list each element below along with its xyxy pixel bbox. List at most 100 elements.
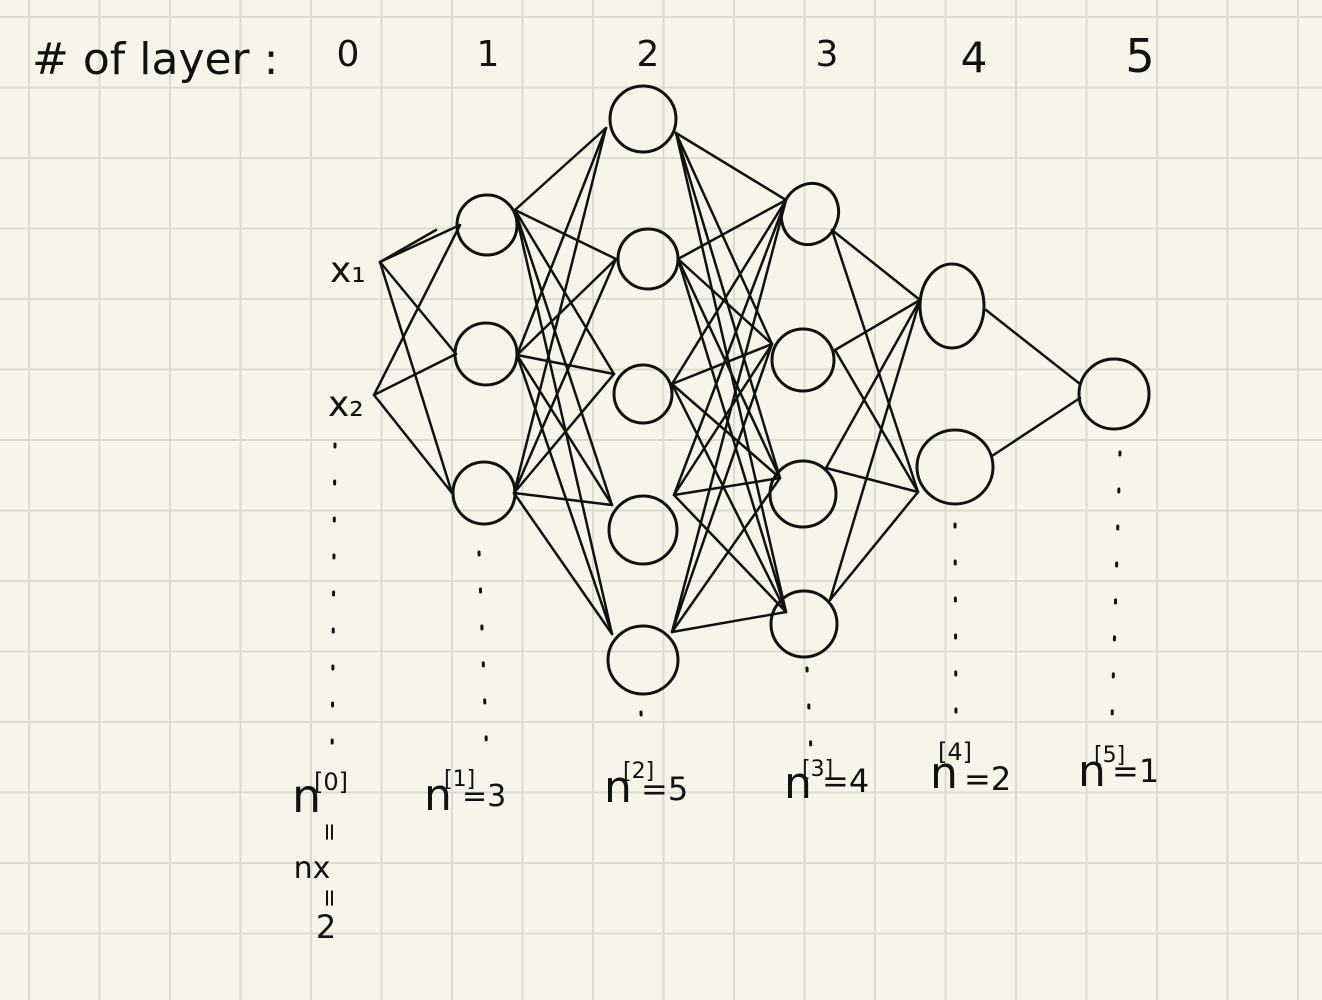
units-label-layer-2: n [2] =5 bbox=[604, 759, 688, 813]
neuron-l2-4 bbox=[607, 494, 679, 566]
layer-number-0: 0 bbox=[337, 34, 360, 75]
units-sup-layer-2: [2] bbox=[623, 759, 654, 784]
layer-number-5: 5 bbox=[1125, 29, 1154, 83]
edge-l2-l3-4-0 bbox=[670, 198, 788, 634]
units-main-layer-2: n bbox=[604, 762, 632, 813]
edge-stray-x1 bbox=[378, 228, 438, 264]
units-sup-layer-3: [3] bbox=[802, 757, 833, 782]
edge-l3-l4-2-0 bbox=[824, 298, 922, 470]
units-label-layer-0: n [0] = nx = 2 bbox=[292, 768, 348, 946]
neuron-l2-1 bbox=[608, 84, 678, 154]
edge-l3-l4-0-0 bbox=[830, 228, 922, 302]
units-rest-layer-4: =2 bbox=[964, 760, 1011, 798]
layer-count-label: # of layer : bbox=[32, 34, 278, 85]
units-eq-2-layer-0: = bbox=[316, 888, 344, 908]
edge-l1-l2-1-4 bbox=[515, 353, 614, 636]
units-sup-layer-4: [4] bbox=[938, 738, 972, 766]
edge-l1-l2-0-3 bbox=[513, 208, 614, 507]
neuron-l3-2 bbox=[770, 327, 836, 393]
units-sup-layer-0: [0] bbox=[314, 768, 348, 796]
dotted-line-layer-0 bbox=[330, 442, 337, 762]
units-main-layer-0: n bbox=[292, 769, 321, 823]
edge-l1-l2-1-3 bbox=[515, 353, 614, 507]
edge-l3-l4-2-1 bbox=[824, 466, 920, 494]
edge-in-l1-1-1 bbox=[372, 352, 458, 397]
neuron-l2-5 bbox=[606, 624, 680, 696]
neuron-l5-1 bbox=[1077, 357, 1151, 431]
neuron-l3-1 bbox=[779, 182, 841, 246]
neuron-l2-2 bbox=[616, 227, 680, 291]
edge-l2-l3-2-1 bbox=[670, 342, 774, 386]
edge-in-l1-1-0 bbox=[372, 223, 462, 397]
units-rest-layer-5: =1 bbox=[1112, 752, 1159, 790]
edge-l3-l4-3-0 bbox=[828, 298, 922, 602]
units-label-layer-4: n [4] =2 bbox=[930, 738, 1011, 799]
edge-l1-l2-1-2 bbox=[515, 353, 616, 376]
edge-l2-l3-1-0 bbox=[676, 198, 788, 261]
edge-l3-l4-1-0 bbox=[833, 298, 922, 352]
edge-l1-l2-2-2 bbox=[512, 372, 616, 495]
neurons bbox=[451, 84, 1151, 696]
dotted-line-layer-4 bbox=[953, 522, 958, 722]
neuron-l1-2 bbox=[453, 321, 519, 387]
edge-l2-l3-4-3 bbox=[670, 610, 788, 634]
edge-l2-l3-3-0 bbox=[672, 198, 788, 497]
edge-in-l1-0-2 bbox=[378, 260, 454, 495]
input-x2-label: x₂ bbox=[328, 384, 364, 425]
edge-l4-l5-1-0 bbox=[990, 396, 1082, 458]
edge-l3-l4-1-1 bbox=[833, 348, 920, 494]
edge-l2-l3-1-1 bbox=[676, 257, 774, 346]
edge-l2-l3-1-2 bbox=[676, 257, 782, 480]
neuron-l4-1 bbox=[918, 262, 986, 350]
dotted-line-layer-5 bbox=[1110, 450, 1122, 722]
dotted-line-layer-2 bbox=[639, 710, 644, 747]
units-label-layer-5: n [5] =1 bbox=[1078, 743, 1159, 797]
edge-l3-l4-3-1 bbox=[828, 490, 920, 602]
edge-l1-l2-2-3 bbox=[512, 491, 614, 507]
edge-l2-l3-2-0 bbox=[670, 198, 788, 386]
units-sup-layer-5: [5] bbox=[1094, 743, 1125, 768]
connections bbox=[372, 126, 1082, 636]
edge-l2-l3-4-2 bbox=[670, 476, 782, 634]
edge-l1-l2-2-0 bbox=[512, 126, 608, 495]
dotted-line-layer-3 bbox=[805, 666, 813, 754]
edge-l1-l2-0-4 bbox=[513, 208, 614, 636]
units-label-layer-3: n [3] =4 bbox=[784, 757, 869, 809]
edge-l2-l3-0-0 bbox=[674, 131, 788, 202]
neuron-l1-3 bbox=[451, 460, 517, 526]
layer-number-4: 4 bbox=[961, 33, 988, 82]
units-main-layer-5: n bbox=[1078, 746, 1106, 797]
units-main-layer-3: n bbox=[784, 758, 812, 809]
neuron-l3-4 bbox=[769, 589, 839, 659]
input-x1-label: x₁ bbox=[330, 250, 366, 291]
neuron-l1-1 bbox=[455, 193, 519, 257]
edge-l2-l3-3-1 bbox=[672, 342, 774, 497]
layer-number-2: 2 bbox=[637, 34, 660, 75]
edge-l4-l5-0-0 bbox=[984, 308, 1082, 386]
units-nx-layer-0: nx bbox=[294, 851, 331, 886]
neuron-l4-2 bbox=[915, 428, 995, 506]
units-main-layer-1: n bbox=[424, 770, 452, 821]
units-eq-1-layer-0: = bbox=[316, 822, 344, 842]
units-sup-layer-1: [1] bbox=[444, 767, 475, 792]
edge-in-l1-0-0 bbox=[378, 223, 462, 264]
edge-l1-l2-1-0 bbox=[515, 126, 608, 357]
layer-number-1: 1 bbox=[477, 34, 500, 75]
edge-l1-l2-0-0 bbox=[513, 126, 608, 212]
units-rest-layer-3: =4 bbox=[822, 762, 869, 800]
edge-in-l1-1-2 bbox=[372, 393, 454, 495]
edge-l2-l3-2-3 bbox=[670, 382, 788, 614]
units-main-layer-4: n bbox=[930, 748, 958, 799]
edge-l2-l3-3-3 bbox=[672, 493, 788, 614]
edge-l2-l3-3-2 bbox=[672, 476, 782, 497]
units-rest-layer-2: =5 bbox=[641, 770, 688, 808]
edge-l1-l2-1-1 bbox=[515, 257, 618, 357]
dotted-line-layer-1 bbox=[477, 550, 489, 762]
units-rest-layer-1: =3 bbox=[462, 779, 506, 814]
neuron-l3-3 bbox=[768, 459, 838, 529]
neuron-l2-3 bbox=[612, 363, 674, 425]
units-label-layer-1: n [1] =3 bbox=[424, 767, 506, 821]
edge-l2-l3-4-1 bbox=[670, 342, 774, 634]
